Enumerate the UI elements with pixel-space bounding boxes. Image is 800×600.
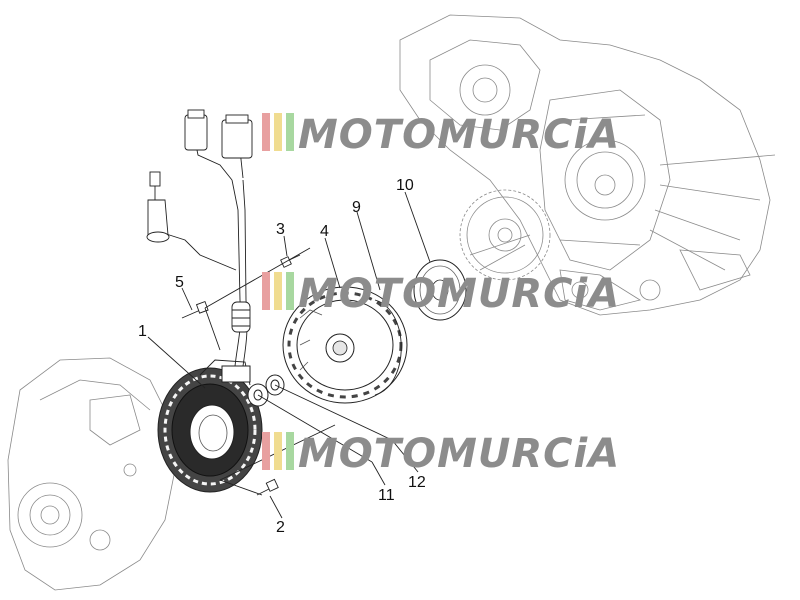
leader-lines bbox=[147, 191, 431, 519]
callout-12: 12 bbox=[408, 474, 426, 491]
watermark-bottom: MOTOMURCiA bbox=[262, 431, 620, 477]
flywheel-rotor bbox=[282, 286, 408, 404]
nut-washer bbox=[247, 374, 285, 407]
callout-1: 1 bbox=[138, 323, 147, 340]
callout-9: 9 bbox=[352, 199, 361, 216]
callout-3: 3 bbox=[276, 221, 285, 238]
driven-gear bbox=[459, 189, 551, 281]
callout-11: 11 bbox=[378, 487, 395, 504]
watermark-text-middle: MOTOMURCiA bbox=[298, 271, 620, 317]
watermark-middle: MOTOMURCiA bbox=[262, 271, 620, 317]
watermark-top: MOTOMURCiA bbox=[262, 112, 620, 158]
callout-2: 2 bbox=[276, 519, 285, 536]
starter-ring bbox=[413, 259, 467, 321]
wiring-harness bbox=[146, 109, 253, 367]
watermark-text-bottom: MOTOMURCiA bbox=[298, 431, 620, 477]
crankcase-assembly bbox=[399, 14, 776, 316]
watermark-text-top: MOTOMURCiA bbox=[298, 112, 620, 158]
callout-5: 5 bbox=[175, 274, 184, 291]
stator-coil bbox=[157, 359, 263, 493]
callout-10: 10 bbox=[396, 177, 414, 194]
side-cover bbox=[7, 357, 176, 591]
callout-4: 4 bbox=[320, 223, 329, 240]
